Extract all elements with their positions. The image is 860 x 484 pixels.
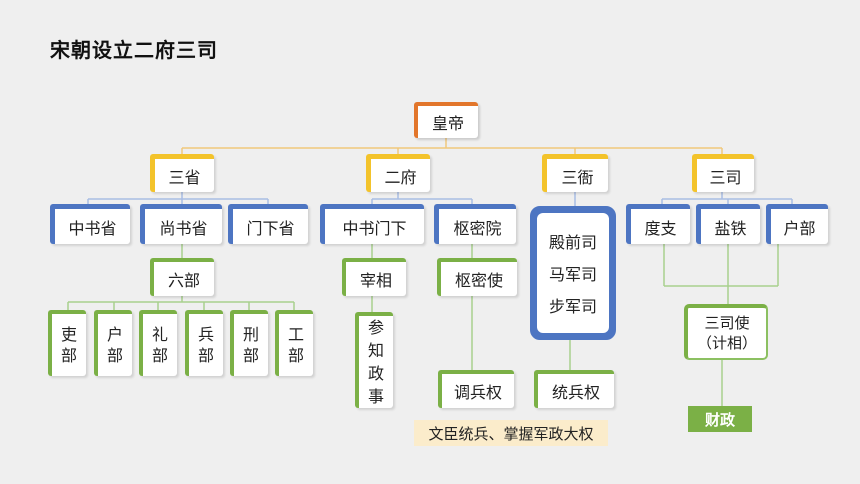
char: 部: [242, 346, 259, 365]
shumiyuan-box: 枢密院: [434, 204, 516, 244]
zaixiang-box: 宰相: [342, 258, 406, 296]
note-label: 文臣统兵、掌握军政大权: [414, 420, 608, 446]
hubu-sansi-box: 户部: [766, 204, 828, 244]
zhongshusheng-box: 中书省: [50, 204, 130, 244]
char: 吏: [60, 325, 77, 344]
gongbu-box: 工 部: [275, 310, 313, 376]
bujunsi-label: 步军司: [548, 297, 597, 316]
sansheng-box: 三省: [150, 154, 214, 192]
duzhi-box: 度支: [626, 204, 690, 244]
sanya-box: 三衙: [542, 154, 608, 192]
char: 兵: [197, 325, 214, 344]
sansi-box: 三司: [692, 154, 754, 192]
sansishi-box: 三司使 （计相）: [684, 304, 768, 360]
bingbu-box: 兵 部: [185, 310, 223, 376]
xingbu-box: 刑 部: [230, 310, 268, 376]
char: 部: [197, 346, 214, 365]
menxiasheng-box: 门下省: [228, 204, 308, 244]
canzhizhengshi-box: 参 知 政 事: [355, 312, 393, 408]
char: 部: [151, 346, 168, 365]
majunsi-label: 马军司: [548, 265, 597, 284]
erfu-box: 二府: [366, 154, 430, 192]
char: 知: [367, 341, 384, 360]
char: 部: [287, 346, 304, 365]
jixiang-label: （计相）: [696, 334, 757, 352]
sanya-units-box: 殿前司 马军司 步军司: [530, 206, 616, 340]
libu-rites-box: 礼 部: [139, 310, 177, 376]
char: 户: [106, 325, 123, 344]
sansishi-label: 三司使: [704, 314, 750, 332]
char: 部: [106, 346, 123, 365]
char: 礼: [151, 325, 168, 344]
yantie-box: 盐铁: [696, 204, 760, 244]
zhongshumenxia-box: 中书门下: [320, 204, 424, 244]
caizheng-badge: 财政: [688, 406, 752, 432]
char: 政: [367, 364, 384, 383]
hubu-box: 户 部: [94, 310, 132, 376]
page-title: 宋朝设立二府三司: [50, 38, 218, 62]
char: 事: [367, 387, 384, 406]
diaobingquan-box: 调兵权: [438, 370, 514, 408]
char: 工: [287, 325, 304, 344]
liubu-box: 六部: [150, 258, 214, 296]
char: 参: [367, 318, 384, 337]
char: 刑: [242, 325, 259, 344]
tongbingquan-box: 统兵权: [534, 370, 614, 408]
char: 部: [60, 346, 77, 365]
dianqiansi-label: 殿前司: [548, 233, 597, 252]
shumishi-box: 枢密使: [437, 258, 517, 296]
libu-official-box: 吏 部: [48, 310, 86, 376]
emperor-box: 皇帝: [414, 102, 478, 138]
shangshusheng-box: 尚书省: [140, 204, 222, 244]
sanya-units-inner: 殿前司 马军司 步军司: [537, 213, 609, 333]
